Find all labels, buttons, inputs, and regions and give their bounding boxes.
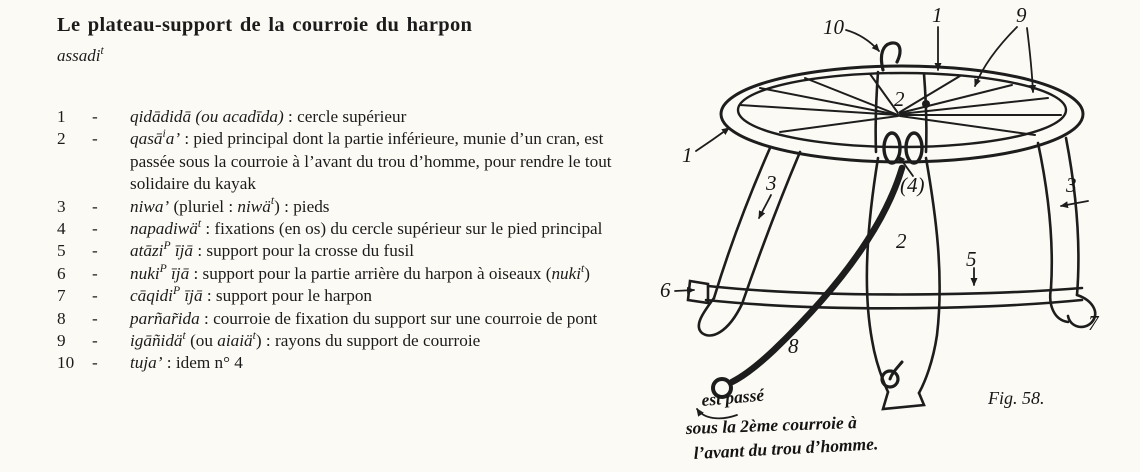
top-peg [879,41,902,72]
entry-separator: - [92,129,98,149]
fixing-strap [711,164,906,399]
term-entry: 9 - igāñidät (ou aiaiät) : rayons du suppo… [57,328,643,352]
harpoon-support [1048,286,1097,329]
entry-separator: - [92,263,98,283]
entry-text: igāñidät (ou aiaiät) : rayons du support… [130,328,481,351]
term-entry: 6 - nukiP ījā : support pour la partie arr… [57,261,643,285]
term-entry: 7 - cāqidiP ījā : support pour le harpon [57,285,643,307]
entry-text: nukiP ījā : support pour la partie arriè… [130,261,591,283]
figure-label-6: 6 [660,278,671,302]
left-leg [697,146,802,337]
figure-label-7: 7 [1088,311,1100,335]
entry-number: 7 [57,286,66,306]
figure-caption: Fig. 58. [987,388,1045,408]
figure-label-9: 9 [1016,3,1027,27]
entry-text: parñar̃ida : courroie de fixation du sup… [130,308,598,328]
figure-label-3-left: 3 [765,171,777,195]
term-list: 1 - qidādidā (ou acadīda) : cercle supérie… [57,106,643,375]
main-post [874,70,928,154]
entry-text: qidādidā (ou acadīda) : cercle supérieur [130,107,407,126]
term-entry: 5 - atāziP ījā : support pour la crosse du… [57,240,643,262]
entry-separator: - [92,196,98,216]
entry-number: 8 [57,308,66,328]
main-leg [865,156,941,411]
figure-label-8: 8 [788,334,799,358]
entry-separator: - [92,107,98,126]
term-entry: 3 - niwa’ (pluriel : niwät) : pieds [57,194,643,218]
crossbar [704,284,1084,310]
subtitle-superscript: t [100,43,104,57]
figure-label-1-left: 1 [682,143,693,167]
term-entry: 10- tuja’ : idem n° 4 [57,352,643,374]
handwritten-note-line-3: l’avant du trou d’homme. [693,433,879,463]
entry-separator: - [92,241,98,261]
entry-separator: - [92,286,98,306]
entry-number: 4 [57,219,66,239]
entry-text: atāziP ījā : support pour la crosse du f… [130,239,415,261]
entry-separator: - [92,308,98,328]
label-arrows [674,26,1089,420]
figure-label-2-lower: 2 [896,229,907,253]
term-entry: 1 - qidādidā (ou acadīda) : cercle supérie… [57,106,643,128]
entry-separator: - [92,219,98,239]
sketch-strokes [674,26,1097,420]
fixation-loops [882,131,924,165]
figure-label-3-right: 3 [1065,173,1077,197]
figure-label-1-top: 1 [932,3,943,27]
term-entry: 2 - qasāia’ : pied principal dont la parti… [57,128,643,195]
subtitle-term: assadi [57,46,101,65]
entry-number: 10 [57,353,75,373]
entry-separator: - [92,331,98,351]
right-leg [1036,136,1080,297]
entry-number: 2 [57,129,66,149]
page-title: Le plateau-support de la courroie du har… [57,14,473,36]
figure-label-2-upper: 2 [894,87,905,111]
entry-number: 1 [57,107,66,126]
entry-text: niwa’ (pluriel : niwät) : pieds [130,194,330,216]
entry-separator: - [92,353,98,373]
page-subtitle: assadit [57,43,104,66]
handwritten-note-line-2: sous la 2ème courroie à [684,412,857,438]
entry-number: 6 [57,263,66,283]
figure-label-4: (4) [900,173,925,197]
term-entry: 4 - napadiwät : fixations (en os) du cercl… [57,216,643,240]
entry-number: 9 [57,331,66,351]
entry-number: 3 [57,196,66,216]
term-entry: 8 - parñar̃ida : courroie de fixation du s… [57,308,643,330]
harpoon-strap-support-sketch: 10 1 9 1 3 (4) 2 2 3 5 6 7 8 Fig. 58. es… [660,3,1100,463]
figure-label-10: 10 [823,15,845,39]
entry-text: tuja’ : idem n° 4 [130,353,243,373]
figure-label-5: 5 [966,247,977,271]
entry-text: cāqidiP ījā : support pour le harpon [130,283,373,306]
entry-text: qasāia’ : pied principal dont la partie … [130,127,612,194]
handwritten-note-line-1: est passé [701,384,766,409]
entry-text: napadiwät : fixations (en os) du cercle … [130,216,603,239]
entry-number: 5 [57,241,66,261]
